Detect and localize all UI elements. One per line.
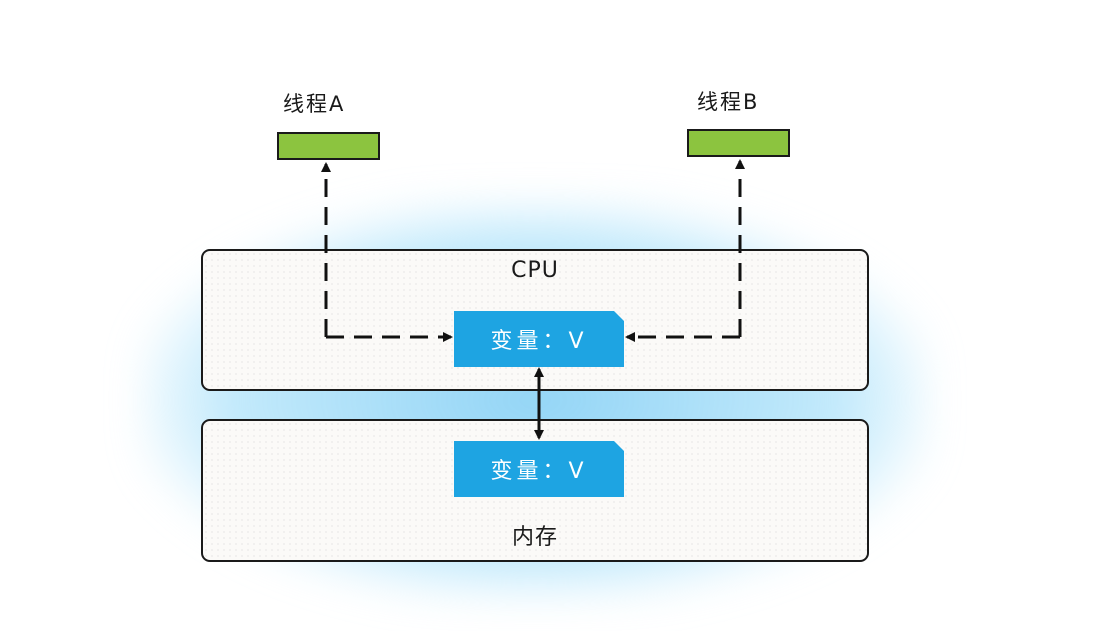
thread-b-label: 线程B — [697, 90, 760, 114]
thread-a-box — [277, 132, 380, 160]
thread-b-box — [687, 129, 790, 157]
cpu-variable-label: 变量：V — [490, 329, 588, 354]
thread-a-label: 线程A — [283, 92, 346, 116]
memory-variable-box: 变量：V — [454, 441, 624, 497]
cpu-label: CPU — [511, 258, 559, 283]
memory-label: 内存 — [511, 525, 558, 550]
cpu-variable-box: 变量：V — [454, 311, 624, 367]
memory-variable-label: 变量：V — [490, 459, 588, 484]
